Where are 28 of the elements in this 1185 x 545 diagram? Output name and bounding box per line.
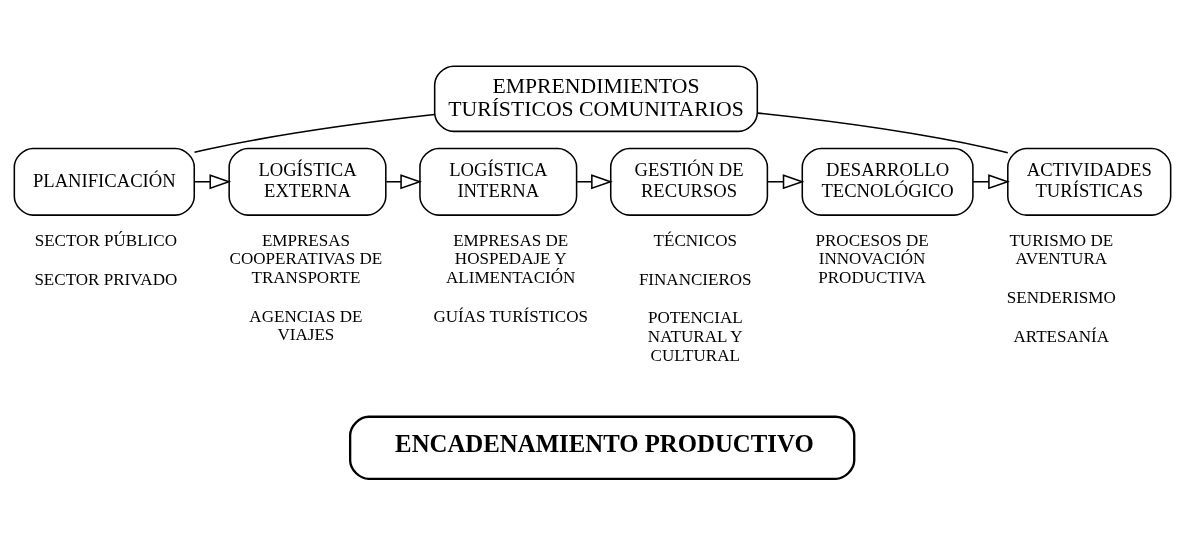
node-box: ACTIVIDADES TURÍSTICAS: [1007, 147, 1172, 216]
node-box: PLANIFICACIÓN: [13, 147, 196, 216]
node-label: SECTOR PÚBLICO: [34, 230, 177, 250]
arrow: [766, 174, 805, 190]
node-label: EMPRESAS COOPERATIVAS DE TRANSPORTE: [229, 230, 383, 288]
arrow: [193, 174, 232, 190]
node-label: EMPRESAS DE HOSPEDAJE Y ALIMENTACIÓN: [446, 230, 576, 288]
node-label: TÉCNICOS: [653, 230, 737, 250]
node-box: EMPRENDIMIENTOS TURÍSTICOS COMUNITARIOS: [433, 65, 759, 133]
node-label: SECTOR PRIVADO: [34, 269, 178, 289]
node-label: TURISMO DE AVENTURA: [1009, 230, 1114, 269]
node-box: DESARROLLO TECNOLÓGICO: [801, 147, 974, 216]
node-label: FINANCIEROS: [638, 269, 752, 289]
node-box: LOGÍSTICA INTERNA: [419, 147, 578, 216]
node-box: GESTIÓN DE RECURSOS: [609, 147, 769, 216]
node-label: ARTESANÍA: [1013, 326, 1110, 346]
arrow: [385, 174, 423, 190]
arrow: [576, 174, 613, 190]
node-box: ENCADENAMIENTO PRODUCTIVO: [348, 415, 856, 480]
node-label: POTENCIAL NATURAL Y CULTURAL: [647, 308, 743, 365]
connector: [193, 113, 436, 154]
node-label: PROCESOS DE INNOVACIÓN PRODUCTIVA: [815, 230, 929, 288]
node-box: LOGÍSTICA EXTERNA: [228, 147, 387, 216]
connector: [756, 112, 1009, 154]
node-label: GUÍAS TURÍSTICOS: [433, 306, 588, 326]
arrow: [972, 174, 1010, 190]
node-label: SENDERISMO: [1006, 288, 1116, 308]
node-label: AGENCIAS DE VIAJES: [249, 306, 363, 345]
